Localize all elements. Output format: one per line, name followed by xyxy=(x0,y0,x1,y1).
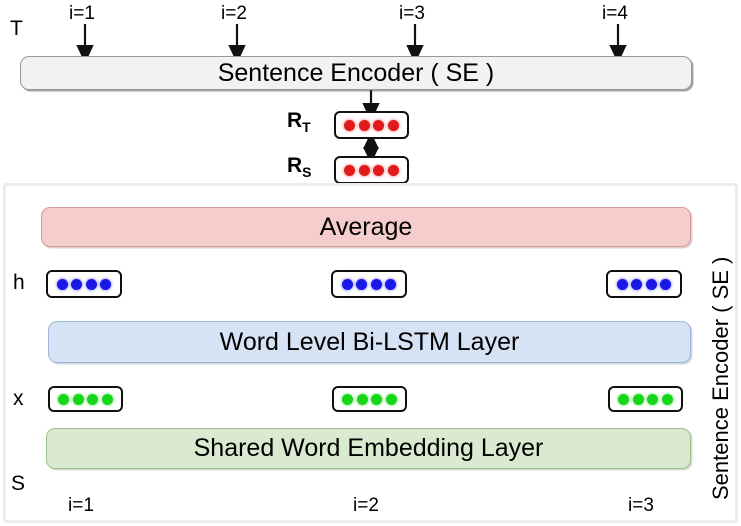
top-index-label-4: i=4 xyxy=(602,3,628,24)
bottom-index-label-2: i=2 xyxy=(353,495,379,516)
sentence-encoder-bar[interactable]: Sentence Encoder ( SE ) xyxy=(20,56,692,90)
hidden-1-dot-1 xyxy=(56,278,68,290)
input-1-dot-3 xyxy=(87,393,99,405)
rt-label-text: R xyxy=(287,109,303,132)
hidden-1-dot-2 xyxy=(71,278,83,290)
hidden-row-label: h xyxy=(13,271,25,294)
bilstm-layer-bar[interactable]: Word Level Bi-LSTM Layer xyxy=(48,321,691,363)
input-1-dot-1 xyxy=(58,393,70,405)
embedding-layer-bar[interactable]: Shared Word Embedding Layer xyxy=(46,428,691,469)
rt-vector-box[interactable] xyxy=(334,111,409,139)
hidden-3-dot-2 xyxy=(631,278,643,290)
rt-label-sub: T xyxy=(302,119,311,136)
hidden-1-dot-4 xyxy=(100,278,112,290)
hidden-3-dot-4 xyxy=(660,278,672,290)
bottom-index-label-3: i=3 xyxy=(628,495,654,516)
rt-dot-1 xyxy=(344,119,356,131)
top-input-arrows xyxy=(76,24,627,64)
sentence-encoder-panel-label: Sentence Encoder ( SE ) xyxy=(708,256,733,500)
input-2-dot-3 xyxy=(371,393,383,405)
rs-label-sub: S xyxy=(302,164,312,181)
top-index-label-2: i=2 xyxy=(221,3,247,24)
input-2-dot-2 xyxy=(356,393,368,405)
bottom-index-label-1: i=1 xyxy=(68,495,94,516)
hidden-1-dot-3 xyxy=(85,278,97,290)
rs-dot-3 xyxy=(373,164,385,176)
rt-label: RT xyxy=(287,110,311,134)
input-1-dot-2 xyxy=(72,393,84,405)
input-row-label: x xyxy=(13,387,24,410)
average-layer-bar[interactable]: Average xyxy=(41,207,691,247)
input-2-dot-4 xyxy=(385,393,397,405)
rt-dot-2 xyxy=(358,119,370,131)
hidden-3-dot-1 xyxy=(616,278,628,290)
input-3-dot-4 xyxy=(661,393,673,405)
input-vector-box-2[interactable] xyxy=(332,386,407,412)
input-3-dot-3 xyxy=(647,393,659,405)
top-index-label-3: i=3 xyxy=(399,3,425,24)
hidden-2-dot-4 xyxy=(385,278,397,290)
hidden-vector-box-2[interactable] xyxy=(331,270,407,298)
rs-dot-4 xyxy=(387,164,399,176)
hidden-3-dot-3 xyxy=(645,278,657,290)
hidden-vector-box-3[interactable] xyxy=(606,270,682,298)
input-vector-box-1[interactable] xyxy=(48,386,123,412)
rs-dot-1 xyxy=(344,164,356,176)
input-3-dot-1 xyxy=(618,393,630,405)
rs-vector-box[interactable] xyxy=(334,156,409,184)
hidden-2-dot-1 xyxy=(341,278,353,290)
input-3-dot-2 xyxy=(632,393,644,405)
input-vector-box-3[interactable] xyxy=(608,386,683,412)
top-side-label: T xyxy=(10,17,23,40)
hidden-2-dot-3 xyxy=(370,278,382,290)
bottom-side-label: S xyxy=(11,472,26,495)
rs-label: RS xyxy=(287,155,312,179)
top-index-label-1: i=1 xyxy=(69,3,95,24)
hidden-vector-box-1[interactable] xyxy=(46,270,122,298)
rt-dot-4 xyxy=(387,119,399,131)
input-1-dot-4 xyxy=(101,393,113,405)
rs-label-text: R xyxy=(287,154,303,177)
input-2-dot-1 xyxy=(342,393,354,405)
rs-dot-2 xyxy=(358,164,370,176)
rt-dot-3 xyxy=(373,119,385,131)
hidden-2-dot-2 xyxy=(356,278,368,290)
